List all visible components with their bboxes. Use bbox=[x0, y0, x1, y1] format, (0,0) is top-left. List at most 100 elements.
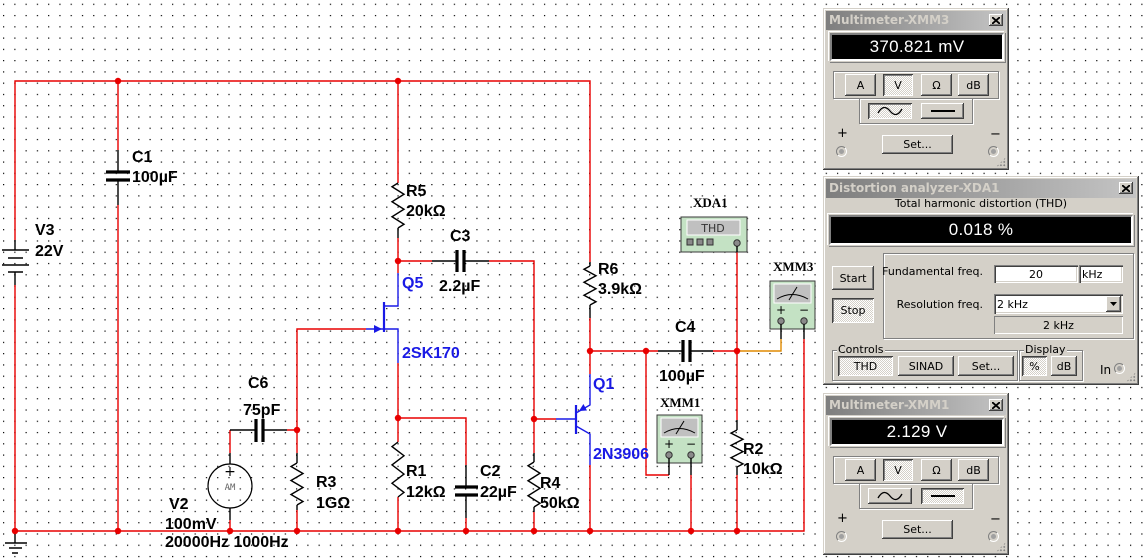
junction-dot bbox=[733, 527, 741, 535]
input-label: In bbox=[1100, 363, 1112, 377]
capacitor-C2[interactable]: C2 22µF bbox=[455, 463, 517, 518]
dc-mode-button[interactable] bbox=[921, 488, 964, 504]
resize-grip-icon[interactable] bbox=[1126, 372, 1136, 382]
resize-grip-icon[interactable] bbox=[996, 157, 1006, 167]
resolution-freq-dropdown[interactable]: 2 kHz bbox=[994, 294, 1123, 314]
resistor-zigzag-icon bbox=[390, 441, 406, 498]
set-button[interactable]: Set... bbox=[882, 520, 953, 539]
wires bbox=[14, 80, 805, 532]
start-button[interactable]: Start bbox=[832, 266, 874, 290]
multimeter-xmm3-window[interactable]: Multimeter-XMM3 370.821 mV A V Ω dB + Se… bbox=[823, 8, 1009, 170]
wire bbox=[589, 318, 737, 531]
close-button[interactable] bbox=[989, 14, 1003, 26]
battery-V3[interactable]: V3 22V bbox=[2, 222, 64, 285]
junction-dot bbox=[642, 347, 650, 355]
set-button[interactable]: Set... bbox=[882, 135, 953, 154]
resistor-R2[interactable]: R2 10kΩ bbox=[729, 420, 783, 478]
input-terminal-icon[interactable] bbox=[1114, 363, 1125, 374]
display-heading: Total harmonic distortion (THD) bbox=[894, 197, 1068, 210]
XMM3-minus-terminal[interactable] bbox=[800, 317, 808, 325]
reading-value: 370.821 mV bbox=[869, 37, 965, 56]
close-button[interactable] bbox=[1119, 182, 1133, 194]
pnp-transistor-Q1[interactable]: Q1 2N3906 bbox=[556, 374, 649, 465]
capacitor-C1[interactable]: C1 100µF bbox=[106, 149, 178, 205]
minus-terminal-icon[interactable] bbox=[988, 531, 999, 542]
volt-button[interactable]: V bbox=[883, 74, 913, 96]
decibel-button[interactable]: dB bbox=[958, 459, 989, 481]
display-group-label: Display bbox=[1024, 343, 1067, 356]
percent-button[interactable]: % bbox=[1022, 356, 1047, 376]
window-title: Multimeter-XMM3 bbox=[829, 13, 950, 27]
R3-ref: R3 bbox=[316, 474, 337, 491]
close-button[interactable] bbox=[989, 399, 1003, 411]
XDA1-input-terminal[interactable] bbox=[733, 239, 741, 247]
resistor-R3[interactable]: R3 1GΩ bbox=[289, 453, 350, 512]
capacitor-C4[interactable]: C4 100µF bbox=[658, 319, 713, 385]
distortion-analyzer-XDA1[interactable]: XDA1 THD bbox=[680, 195, 748, 253]
XMM1-minus-terminal[interactable] bbox=[687, 451, 695, 459]
ground-symbol[interactable] bbox=[5, 531, 27, 554]
dropdown-button[interactable] bbox=[1106, 296, 1121, 312]
resistor-R4[interactable]: R4 50kΩ bbox=[526, 453, 580, 512]
junctions bbox=[11, 77, 741, 535]
fundamental-unit-field[interactable]: kHz bbox=[1079, 265, 1123, 283]
junction-dot bbox=[586, 347, 594, 355]
C3-value: 2.2µF bbox=[439, 278, 480, 295]
ampere-button[interactable]: A bbox=[845, 74, 876, 96]
stop-button[interactable]: Stop bbox=[832, 298, 874, 323]
set-button[interactable]: Set... bbox=[958, 356, 1014, 376]
C3-ref: C3 bbox=[450, 228, 471, 245]
junction-dot bbox=[394, 257, 402, 265]
XMM3-plus-terminal[interactable] bbox=[777, 317, 785, 325]
db-button[interactable]: dB bbox=[1051, 356, 1077, 376]
volt-button[interactable]: V bbox=[883, 459, 913, 481]
resize-grip-icon[interactable] bbox=[996, 542, 1006, 552]
capacitor-C6[interactable]: C6 75pF bbox=[230, 375, 287, 442]
plus-terminal-icon[interactable] bbox=[836, 531, 847, 542]
ohm-button[interactable]: Ω bbox=[921, 74, 952, 96]
resistor-R1[interactable]: R1 12kΩ bbox=[390, 441, 446, 501]
minus-label: − bbox=[990, 127, 1001, 142]
ac-mode-button[interactable] bbox=[868, 488, 912, 504]
multimeter-xmm1-window[interactable]: Multimeter-XMM1 2.129 V A V Ω dB + Set..… bbox=[823, 393, 1009, 555]
junction-dot bbox=[394, 77, 402, 85]
R4-ref: R4 bbox=[540, 475, 561, 492]
resistor-R6[interactable]: R6 3.9kΩ bbox=[582, 261, 642, 318]
am-source-V2[interactable]: + AM V2 100mV 20000Hz 1000Hz bbox=[165, 453, 289, 551]
fundamental-freq-input[interactable]: 20 bbox=[994, 265, 1078, 283]
ampere-button[interactable]: A bbox=[845, 459, 876, 481]
resistor-R5[interactable]: R5 20kΩ bbox=[390, 182, 446, 238]
thd-button[interactable]: THD bbox=[838, 356, 893, 376]
wire bbox=[397, 363, 467, 531]
mode-group bbox=[859, 98, 973, 124]
Q5-ref: Q5 bbox=[402, 275, 423, 292]
distortion-analyzer-window[interactable]: Distortion analyzer-XDA1 Total harmonic … bbox=[823, 176, 1139, 385]
V2-ref: V2 bbox=[169, 496, 189, 513]
capacitor-C3[interactable]: C3 2.2µF bbox=[432, 228, 489, 295]
thd-value: 0.018 % bbox=[948, 220, 1014, 239]
junction-dot bbox=[114, 527, 122, 535]
minus-terminal-icon[interactable] bbox=[988, 146, 999, 157]
decibel-button[interactable]: dB bbox=[958, 74, 989, 96]
XDA1-face-label: THD bbox=[700, 222, 724, 235]
multimeter-XMM1[interactable]: XMM1 + − bbox=[656, 395, 703, 475]
controls-group: Controls bbox=[832, 343, 1018, 381]
title-bar[interactable]: Distortion analyzer-XDA1 bbox=[826, 179, 1136, 198]
Q1-ref: Q1 bbox=[593, 376, 614, 393]
XMM1-plus-terminal[interactable] bbox=[665, 451, 673, 459]
R6-value: 3.9kΩ bbox=[598, 281, 642, 298]
sinad-button[interactable]: SINAD bbox=[898, 356, 954, 376]
title-bar[interactable]: Multimeter-XMM1 bbox=[826, 396, 1006, 415]
R4-value: 50kΩ bbox=[540, 495, 580, 512]
title-bar[interactable]: Multimeter-XMM3 bbox=[826, 11, 1006, 30]
ac-mode-button[interactable] bbox=[868, 103, 912, 119]
dc-mode-button[interactable] bbox=[921, 103, 964, 119]
ohm-button[interactable]: Ω bbox=[921, 459, 952, 481]
jfet-Q5[interactable]: Q5 2SK170 bbox=[366, 273, 460, 363]
multimeter-XMM3[interactable]: XMM3 + − bbox=[769, 259, 816, 339]
junction-dot bbox=[586, 527, 594, 535]
close-icon bbox=[992, 16, 1000, 24]
plus-terminal-icon[interactable] bbox=[836, 146, 847, 157]
sine-wave-icon bbox=[877, 491, 903, 501]
R5-ref: R5 bbox=[406, 183, 427, 200]
